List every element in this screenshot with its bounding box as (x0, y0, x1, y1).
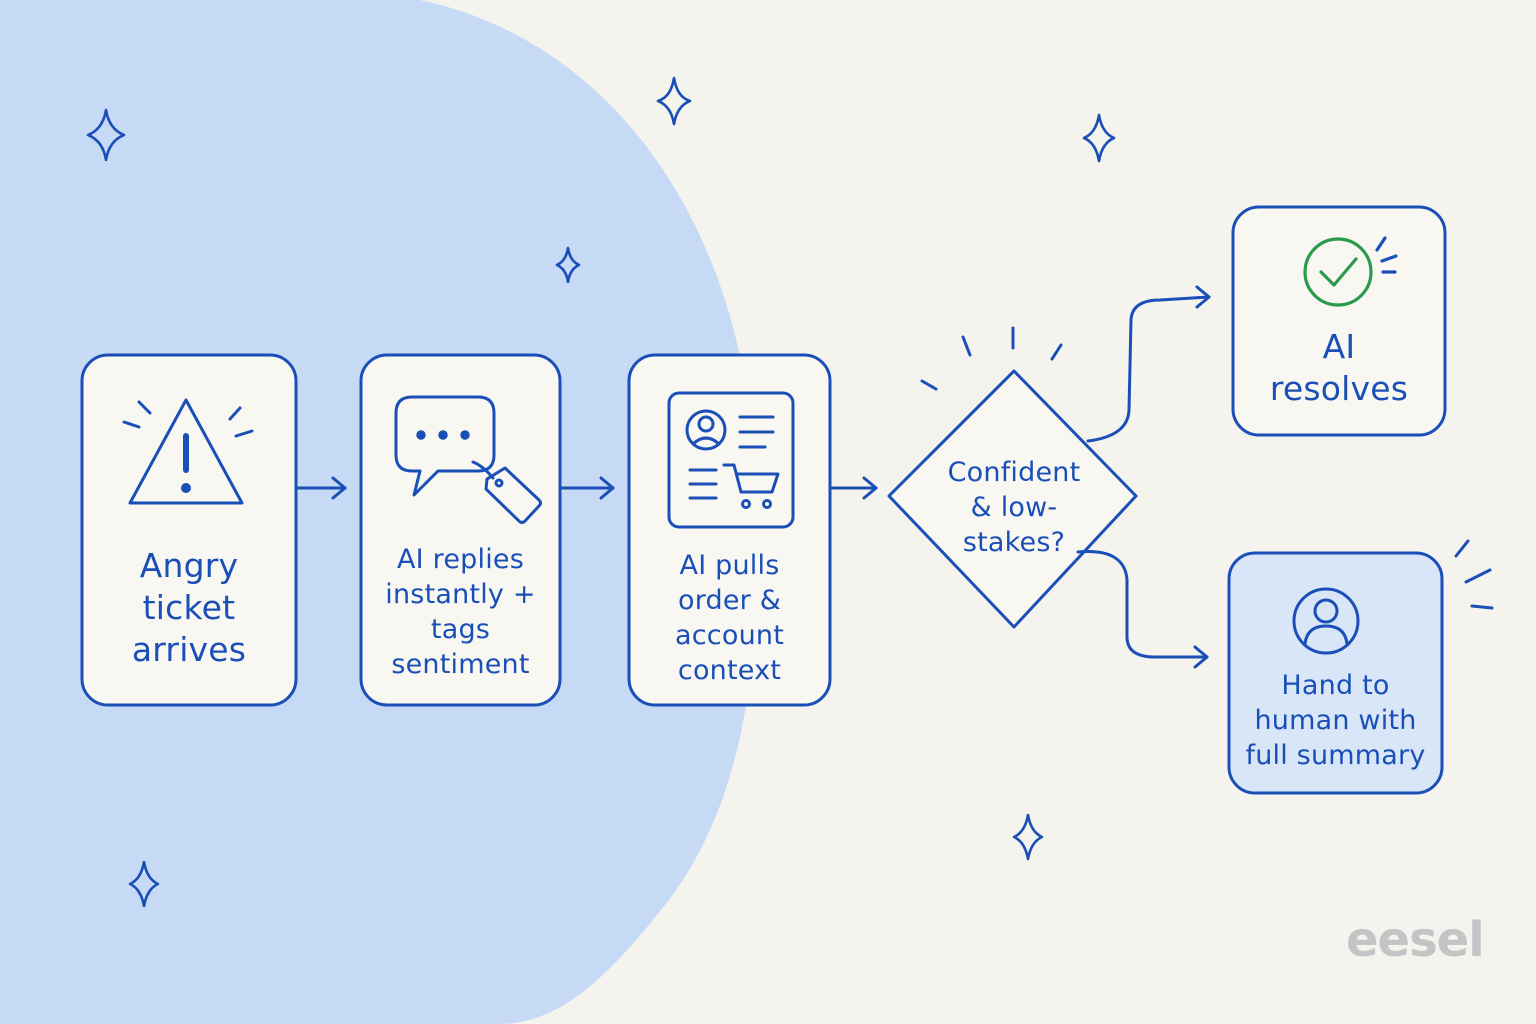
sparkle-icon (1012, 813, 1044, 861)
sparkle-icon (1082, 113, 1116, 163)
arrow-decision-resolve (1086, 285, 1211, 443)
sparkle-icon (555, 246, 581, 284)
outcome-card-handoff (1227, 551, 1444, 795)
step-card-context (627, 353, 832, 707)
user-circle-icon (1292, 587, 1360, 655)
sparkle-icon (128, 860, 160, 908)
brand-logo: eesel (1346, 912, 1485, 968)
step-card-reply (359, 353, 562, 707)
check-circle-icon (1303, 236, 1398, 307)
sparkle-icon (656, 76, 692, 126)
chat-tag-icon (394, 395, 542, 524)
account-cart-icon (667, 391, 795, 529)
arrow-step3-decision (830, 476, 878, 500)
decision-diamond (887, 369, 1138, 629)
outcome-card-resolve (1231, 205, 1447, 437)
decision-highlight-marks (920, 326, 1063, 391)
step-card-ticket (80, 353, 298, 707)
decision-label: Confident& low-stakes? (947, 457, 1081, 558)
handoff-highlight-marks (1454, 539, 1494, 610)
arrow-step2-step3 (560, 476, 615, 500)
sparkle-icon (86, 108, 126, 162)
arrow-step1-step2 (296, 476, 347, 500)
warning-icon (122, 398, 254, 505)
arrow-decision-handoff (1076, 550, 1209, 669)
